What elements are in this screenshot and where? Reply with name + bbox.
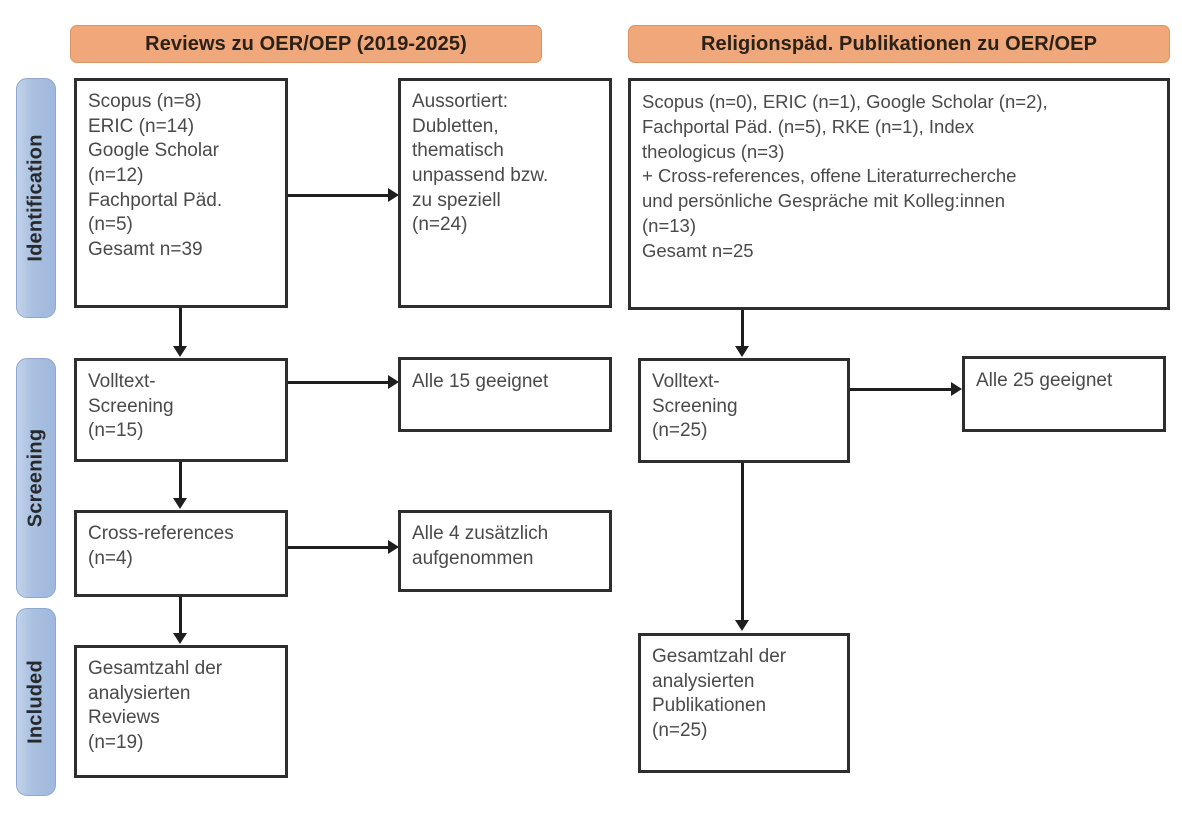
column-header-reviews-label: Reviews zu OER/OEP (2019-2025) (145, 32, 467, 55)
phase-label-identification: Identification (24, 134, 47, 262)
phase-label-screening: Screening (24, 428, 47, 528)
phase-band-screening: Screening (16, 358, 56, 598)
arrowhead-left-crossrefs-to-included (173, 633, 187, 644)
connector-left-crossrefs-to-added (288, 546, 389, 549)
column-header-religionspaed: Religionspäd. Publikationen zu OER/OEP (628, 25, 1170, 63)
phase-band-included: Included (16, 608, 56, 796)
connector-left-screening-to-crossrefs (179, 462, 182, 500)
arrowhead-right-screening-to-included (735, 620, 749, 631)
arrowhead-left-sources-to-screening (173, 346, 187, 357)
node-left-identification-sources: Scopus (n=8) ERIC (n=14) Google Scholar … (74, 78, 288, 308)
connector-right-sources-to-screening (741, 310, 744, 348)
node-left-all-suitable: Alle 15 geeignet (398, 357, 612, 432)
node-left-all-added: Alle 4 zusätzlich aufgenommen (398, 510, 612, 592)
node-right-identification-sources: Scopus (n=0), ERIC (n=1), Google Scholar… (628, 78, 1170, 310)
node-left-fulltext-screening: Volltext- Screening (n=15) (74, 358, 288, 462)
node-left-cross-references: Cross-references (n=4) (74, 510, 288, 597)
node-right-fulltext-screening: Volltext- Screening (n=25) (638, 358, 850, 463)
arrowhead-left-crossrefs-to-added (388, 540, 399, 554)
phase-label-included: Included (24, 660, 47, 744)
connector-left-sources-to-excluded (288, 194, 389, 197)
arrowhead-right-sources-to-screening (735, 346, 749, 357)
node-left-excluded: Aussortiert: Dubletten, thematisch unpas… (398, 78, 612, 308)
node-left-included-total: Gesamtzahl der analysierten Reviews (n=1… (74, 645, 288, 778)
connector-right-screening-to-included (741, 463, 744, 621)
column-header-reviews: Reviews zu OER/OEP (2019-2025) (70, 25, 542, 63)
node-right-all-suitable: Alle 25 geeignet (962, 356, 1166, 432)
arrowhead-left-sources-to-excluded (388, 188, 399, 202)
column-header-religionspaed-label: Religionspäd. Publikationen zu OER/OEP (700, 32, 1098, 55)
arrowhead-left-screening-to-suitable (388, 375, 399, 389)
arrowhead-left-screening-to-crossrefs (173, 498, 187, 509)
connector-left-screening-to-suitable (288, 381, 389, 384)
node-right-included-total: Gesamtzahl der analysierten Publikatione… (638, 633, 850, 773)
phase-band-identification: Identification (16, 78, 56, 318)
connector-left-sources-to-screening (179, 308, 182, 348)
connector-right-screening-to-suitable (850, 388, 953, 391)
arrowhead-right-screening-to-suitable (951, 382, 962, 396)
connector-left-crossrefs-to-included (179, 597, 182, 635)
